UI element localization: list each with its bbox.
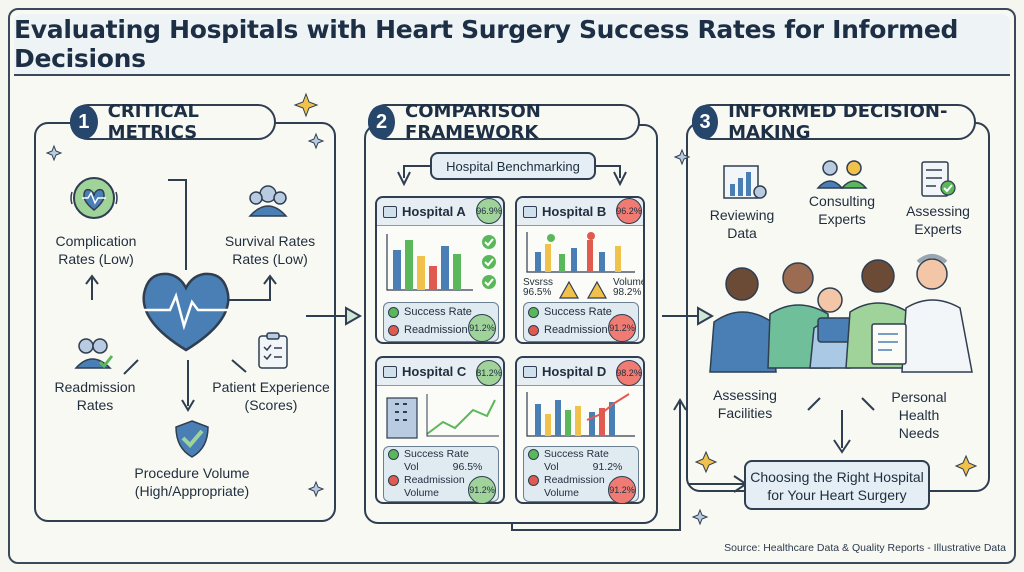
patient-family-illustration [709, 254, 973, 373]
volume-short-label: Vol [544, 461, 559, 473]
hospital-c-score: 81.2% [476, 360, 502, 386]
hospital-b-right-note: Volume 98.2% [613, 277, 645, 298]
hospital-b-bar-chart [526, 232, 635, 273]
shield-check-icon [175, 420, 209, 458]
success-rate-label: Success Rate [544, 306, 612, 318]
personal-health-needs-label: Personal Health Needs [891, 389, 947, 441]
reviewing-data-label: Reviewing Data [709, 207, 775, 241]
step-2-label: COMPARISON FRAMEWORK [405, 101, 541, 143]
hospital-icon [383, 205, 397, 218]
complication-icon [70, 177, 118, 219]
readmission-label: Readmission [544, 324, 608, 336]
readmission-icon [74, 338, 114, 369]
step-3-number: 3 [692, 105, 719, 139]
success-rate-label: Success Rate [544, 448, 609, 460]
success-rate-label: Success Rate [404, 448, 469, 460]
survival-label: Survival Rates Rates (Low) [224, 233, 316, 267]
complication-label: Complication Rates (Low) [55, 233, 137, 267]
hospital-c-metrics: Success Rate Vol 96.5% Readmission Volume [383, 446, 499, 502]
success-rate-label: Success Rate [404, 306, 472, 318]
check-icon [528, 448, 539, 460]
readmission-label: Readmission Rates [54, 379, 136, 413]
assessing-facilities-label: Assessing Facilities [713, 387, 777, 421]
alert-icon [388, 324, 399, 336]
heart-icon [142, 272, 230, 352]
hospital-d-readmission-score: 91.2% [608, 476, 636, 504]
hospital-a-bar-chart [386, 234, 473, 291]
consulting-experts-label: Consulting Experts [808, 193, 876, 227]
hospital-a-score: 96.9% [476, 198, 502, 224]
hospital-c-name: Hospital C [402, 364, 467, 379]
hospital-b-left-note: Svsrss 96.5% [523, 277, 553, 298]
source-note: Source: Healthcare Data & Quality Report… [724, 542, 1006, 554]
volume-label: Volume [544, 487, 580, 499]
hospital-b-name: Hospital B [542, 204, 607, 219]
title-bar: Evaluating Hospitals with Heart Surgery … [14, 14, 1010, 76]
alert-icon [388, 474, 399, 486]
step-2-header: 2 COMPARISON FRAMEWORK [368, 101, 640, 143]
check-icon [388, 306, 399, 318]
success-rate-value: 91.2% [592, 461, 623, 473]
volume-label: Volume [404, 487, 440, 499]
success-rate-value: 96.5% [452, 461, 483, 473]
data-chart-icon [723, 165, 767, 199]
alert-icon [528, 324, 539, 336]
procedure-volume-label: Procedure Volume (High/Appropriate) [134, 465, 250, 499]
hospital-c-readmission-score: 91.2% [468, 476, 496, 504]
readmission-label: Readmission [404, 474, 465, 486]
checklist-icon [921, 161, 956, 197]
hospital-d-name: Hospital D [542, 364, 607, 379]
page-title: Evaluating Hospitals with Heart Surgery … [14, 15, 959, 73]
readmission-label: Readmission [544, 474, 605, 486]
step-2-number: 2 [368, 105, 396, 139]
hospital-b-readmission-score: 91.2% [608, 314, 636, 342]
experts-icon [816, 160, 868, 189]
warning-icons [559, 280, 608, 299]
hospital-icon [523, 365, 537, 378]
step-3-label: INFORMED DECISION-MAKING [728, 101, 948, 143]
alert-icon [528, 474, 539, 486]
step-3-header: 3 INFORMED DECISION-MAKING [692, 101, 976, 143]
clipboard-icon [258, 332, 288, 369]
survival-icon [248, 185, 288, 217]
check-icon [528, 306, 539, 318]
hospital-b-score: 96.2% [616, 198, 642, 224]
hospital-d-score: 98.2% [616, 360, 642, 386]
hospital-a-readmission-score: 91.2% [468, 314, 496, 342]
volume-short-label: Vol [404, 461, 419, 473]
choosing-right-hospital-box: Choosing the Right Hospital for Your Hea… [744, 460, 930, 510]
hospital-icon [383, 365, 397, 378]
hospital-d-bar-chart [526, 392, 635, 437]
patient-experience-label: Patient Experience (Scores) [212, 379, 330, 413]
hospital-benchmarking-box: Hospital Benchmarking [430, 152, 596, 180]
step-1-number: 1 [70, 105, 98, 139]
assessing-experts-label: Assessing Experts [906, 203, 970, 237]
hospital-a-name: Hospital A [402, 204, 466, 219]
hospital-a-check-icons [482, 235, 496, 289]
step-1-header: 1 CRITICAL METRICS [70, 101, 276, 143]
hospital-c-building-chart [386, 394, 499, 439]
step-1-label: CRITICAL METRICS [107, 101, 200, 143]
readmission-label: Readmission [404, 324, 468, 336]
hospital-icon [523, 205, 537, 218]
check-icon [388, 448, 399, 460]
